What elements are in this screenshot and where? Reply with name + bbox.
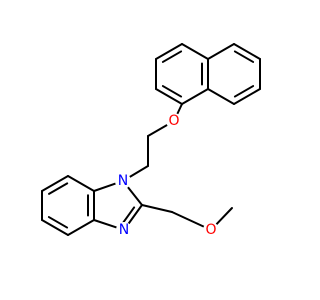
bond-propyl-nitrogen — [128, 165, 149, 178]
atom-label-nitrogen-n3: N — [119, 222, 129, 238]
bond-imidazole-c2-n3-double — [122, 206, 136, 224]
bond-benzo-ring-3 — [41, 219, 69, 236]
atom-nitrogen-n3: N — [116, 222, 132, 238]
bond-naphthalene-b-double-0 — [233, 50, 255, 63]
bond-naphthalene-a-4 — [155, 88, 183, 105]
bond-c2-methylene — [141, 204, 173, 213]
bond-naphthalene-b-0 — [207, 43, 235, 60]
atom-oxygen-methoxy: O — [203, 222, 219, 238]
bond-naphthalene-a-3 — [181, 88, 209, 105]
bond-benzo-double-1 — [47, 216, 69, 229]
atom-nitrogen-n1: N — [115, 173, 131, 189]
bond-naphthalene-a-0 — [155, 43, 183, 60]
atom-label-oxygen-ether: O — [168, 113, 179, 129]
atom-oxygen-ether: O — [166, 113, 182, 129]
bond-naphthalene-a-double-1 — [161, 85, 183, 98]
bond-imidazole-c2-n3 — [127, 204, 143, 225]
atom-label-layer: O N N O — [115, 113, 219, 238]
bond-naphthalene-a-1 — [181, 43, 209, 60]
bond-oxygen-propyl — [147, 123, 169, 137]
bond-naphthalene-b-3 — [233, 88, 261, 105]
bond-benzo-ring-1 — [41, 175, 69, 192]
bond-methylene-oxygen — [171, 211, 205, 228]
bond-naphthalene-b-double-1 — [233, 85, 255, 98]
bond-oxygen-methyl — [215, 207, 233, 226]
bond-benzo-ring-0 — [67, 175, 95, 192]
bond-imidazole-c7a-n1 — [93, 182, 117, 192]
bond-naphthyl-oxygen — [176, 103, 183, 115]
structure-canvas: O N N O — [41, 43, 261, 238]
bond-imidazole-n3-c3a — [93, 219, 118, 229]
bond-benzo-ring-4 — [67, 219, 95, 236]
atom-label-nitrogen-n1: N — [118, 173, 128, 189]
bond-naphthalene-b-4 — [207, 88, 235, 105]
atom-label-oxygen-methoxy: O — [205, 222, 216, 238]
bond-naphthalene-b-1 — [233, 43, 261, 60]
bond-layer — [41, 43, 261, 236]
bond-naphthalene-a-double-0 — [161, 50, 183, 63]
bond-benzo-double-0 — [48, 182, 69, 195]
bond-imidazole-n1-c2 — [126, 186, 143, 206]
molecule-diagram: O N N O — [41, 43, 261, 238]
